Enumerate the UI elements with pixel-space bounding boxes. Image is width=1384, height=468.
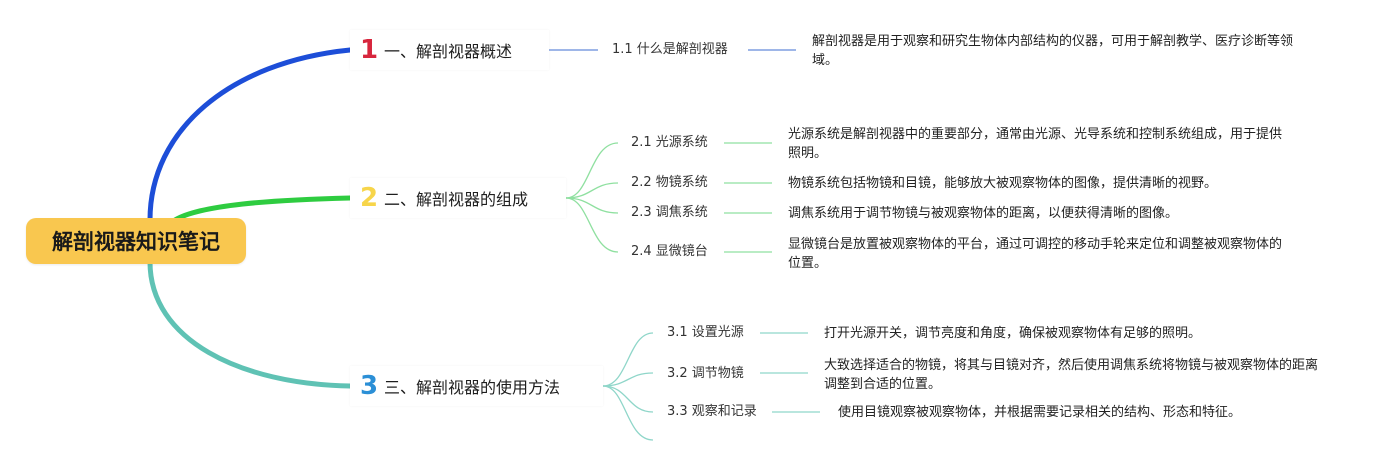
section-3-fan-curve-4 bbox=[602, 385, 654, 441]
item-2-3-description: 调焦系统用于调节物镜与被观察物体的距离，以便获得清晰的图像。 bbox=[788, 206, 1179, 221]
section-1-title: 一、解剖视器概述 bbox=[384, 42, 513, 61]
section-3-fan-curve-1 bbox=[602, 332, 654, 387]
section-1-number: 1 bbox=[360, 35, 379, 65]
item-2-1-label[interactable]: 2.1 光源系统 bbox=[631, 135, 708, 150]
section-2-number: 2 bbox=[360, 183, 379, 213]
section-3-title: 三、解剖视器的使用方法 bbox=[384, 378, 561, 397]
item-2-2-description: 物镜系统包括物镜和目镜，能够放大被观察物体的图像，提供清晰的视野。 bbox=[788, 176, 1218, 191]
section-3-topic[interactable]: 3 三、解剖视器的使用方法 bbox=[350, 366, 603, 406]
root-to-section-1-branch bbox=[147, 47, 353, 223]
item-3-1-description: 打开光源开关，调节亮度和角度，确保被观察物体有足够的照明。 bbox=[824, 326, 1202, 341]
section-3-number: 3 bbox=[360, 371, 379, 401]
item-3-2-description: 大致选择适合的物镜，将其与目镜对齐，然后使用调焦系统将物镜与被观察物体的距离调整… bbox=[824, 358, 1319, 392]
item-2-4-description: 显微镜台是放置被观察物体的平台，通过可调控的移动手轮来定位和调整被观察物体的位置… bbox=[788, 237, 1283, 271]
section-2-topic[interactable]: 2 二、解剖视器的组成 bbox=[350, 178, 566, 218]
item-2-3-label[interactable]: 2.3 调焦系统 bbox=[631, 205, 708, 220]
item-2-4-label[interactable]: 2.4 显微镜台 bbox=[631, 244, 708, 259]
item-2-1-description: 光源系统是解剖视器中的重要部分，通常由光源、光导系统和控制系统组成，用于提供照明… bbox=[788, 127, 1283, 161]
section-2-fan-curve-2 bbox=[565, 182, 619, 199]
section-2-fan-curve-4 bbox=[565, 197, 619, 253]
section-1-topic[interactable]: 1 一、解剖视器概述 bbox=[350, 30, 549, 70]
item-3-3-label[interactable]: 3.3 观察和记录 bbox=[667, 404, 757, 419]
section-2-fan-curve-1 bbox=[565, 142, 619, 199]
item-1-1-description: 解剖视器是用于观察和研究生物体内部结构的仪器，可用于解剖教学、医疗诊断等领域。 bbox=[812, 34, 1294, 68]
section-3-fan-curve-3 bbox=[602, 385, 654, 413]
root-title: 解剖视器知识笔记 bbox=[52, 230, 220, 254]
section-3-fan-curve-2 bbox=[602, 372, 654, 387]
section-2-title: 二、解剖视器的组成 bbox=[384, 190, 529, 209]
item-3-2-label[interactable]: 3.2 调节物镜 bbox=[667, 366, 744, 381]
root-to-section-3-branch bbox=[147, 259, 353, 389]
item-3-3-description: 使用目镜观察被观察物体，并根据需要记录相关的结构、形态和特征。 bbox=[838, 405, 1242, 420]
root-topic[interactable]: 解剖视器知识笔记 bbox=[26, 218, 246, 264]
item-1-1-label[interactable]: 1.1 什么是解剖视器 bbox=[612, 42, 728, 57]
root-to-section-2-branch bbox=[172, 195, 353, 223]
section-2-fan-curve-3 bbox=[565, 197, 619, 214]
item-2-2-label[interactable]: 2.2 物镜系统 bbox=[631, 175, 708, 190]
item-3-1-label[interactable]: 3.1 设置光源 bbox=[667, 325, 744, 340]
